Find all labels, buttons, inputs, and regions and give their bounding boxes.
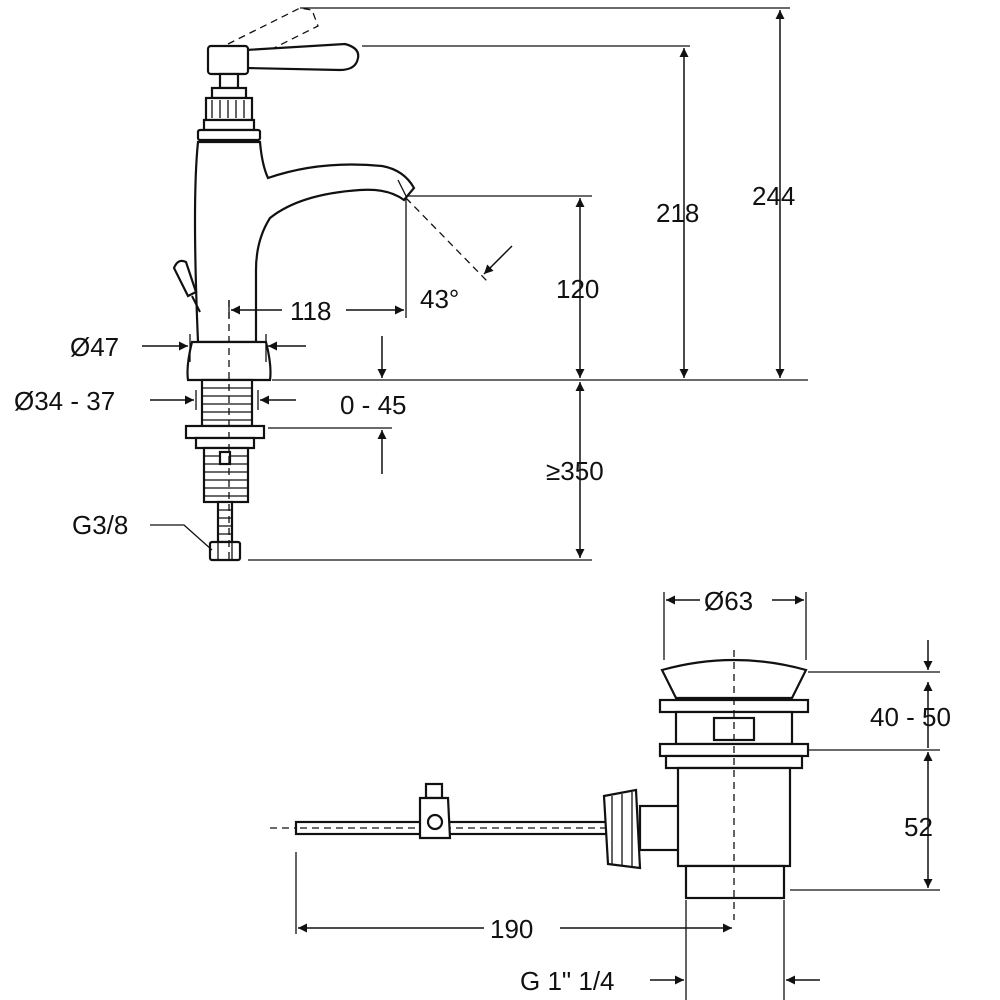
label-height-lever: 218 bbox=[656, 198, 699, 228]
rod-clip-head bbox=[424, 782, 444, 800]
waste-tail bbox=[684, 864, 786, 900]
lever-nut-ribs bbox=[611, 792, 633, 868]
lever-housing bbox=[638, 804, 682, 852]
aerator-line bbox=[397, 179, 407, 197]
body-cap bbox=[196, 128, 262, 142]
label-deck-thickness: 0 - 45 bbox=[340, 390, 407, 420]
label-height-spout: 120 bbox=[556, 274, 599, 304]
cartridge-collar bbox=[202, 118, 256, 132]
rod-clip-screw bbox=[426, 813, 444, 831]
threaded-shank bbox=[200, 378, 254, 428]
lever-hub bbox=[206, 44, 250, 76]
faucet-body bbox=[193, 140, 416, 344]
shank-threads bbox=[202, 387, 252, 421]
label-min-clearance: ≥350 bbox=[546, 456, 604, 486]
lever-alt-position bbox=[227, 7, 319, 63]
cartridge-ribs bbox=[211, 100, 245, 118]
label-hole-diameter: Ø34 - 37 bbox=[14, 386, 115, 416]
g38-leader bbox=[150, 524, 213, 551]
waste-body bbox=[676, 766, 792, 868]
hose-ribs bbox=[218, 509, 232, 535]
hose-nut-flats bbox=[217, 542, 233, 560]
fixing-nut bbox=[218, 450, 232, 466]
label-cap-height: 40 - 50 bbox=[870, 702, 951, 732]
lever-handle bbox=[244, 42, 360, 72]
hose-nut bbox=[208, 540, 242, 562]
label-body-height: 52 bbox=[904, 812, 933, 842]
dim-angle-arrow bbox=[483, 245, 513, 275]
faucet-drawing bbox=[172, 7, 489, 562]
faucet-labels: 244 218 120 118 43° Ø47 Ø34 - 37 0 - 45 … bbox=[14, 181, 795, 540]
label-connection-thread: G3/8 bbox=[72, 510, 128, 540]
label-outlet-thread: G 1" 1/4 bbox=[520, 966, 615, 996]
waste-labels: Ø63 40 - 50 52 190 G 1" 1/4 bbox=[490, 586, 951, 996]
label-spout-reach: 118 bbox=[290, 296, 331, 326]
flow-direction-line bbox=[405, 197, 489, 283]
cartridge-body bbox=[204, 96, 254, 122]
label-height-total: 244 bbox=[752, 181, 795, 211]
flex-hose bbox=[216, 500, 234, 544]
popup-pull-rod bbox=[191, 295, 201, 313]
faucet-dimension-lines bbox=[142, 7, 808, 561]
waste-drawing bbox=[270, 650, 810, 920]
label-base-diameter: Ø47 bbox=[70, 332, 119, 362]
waste-dimension-lines bbox=[295, 592, 940, 1000]
label-rod-length: 190 bbox=[490, 914, 533, 944]
lever-stem bbox=[218, 72, 240, 90]
label-cap-diameter: Ø63 bbox=[704, 586, 753, 616]
fixing-washer bbox=[194, 436, 256, 450]
popup-pull-knob bbox=[172, 259, 198, 298]
cartridge-ring-top bbox=[210, 86, 248, 100]
label-spout-angle: 43° bbox=[420, 284, 459, 314]
fixing-plate bbox=[184, 424, 266, 440]
